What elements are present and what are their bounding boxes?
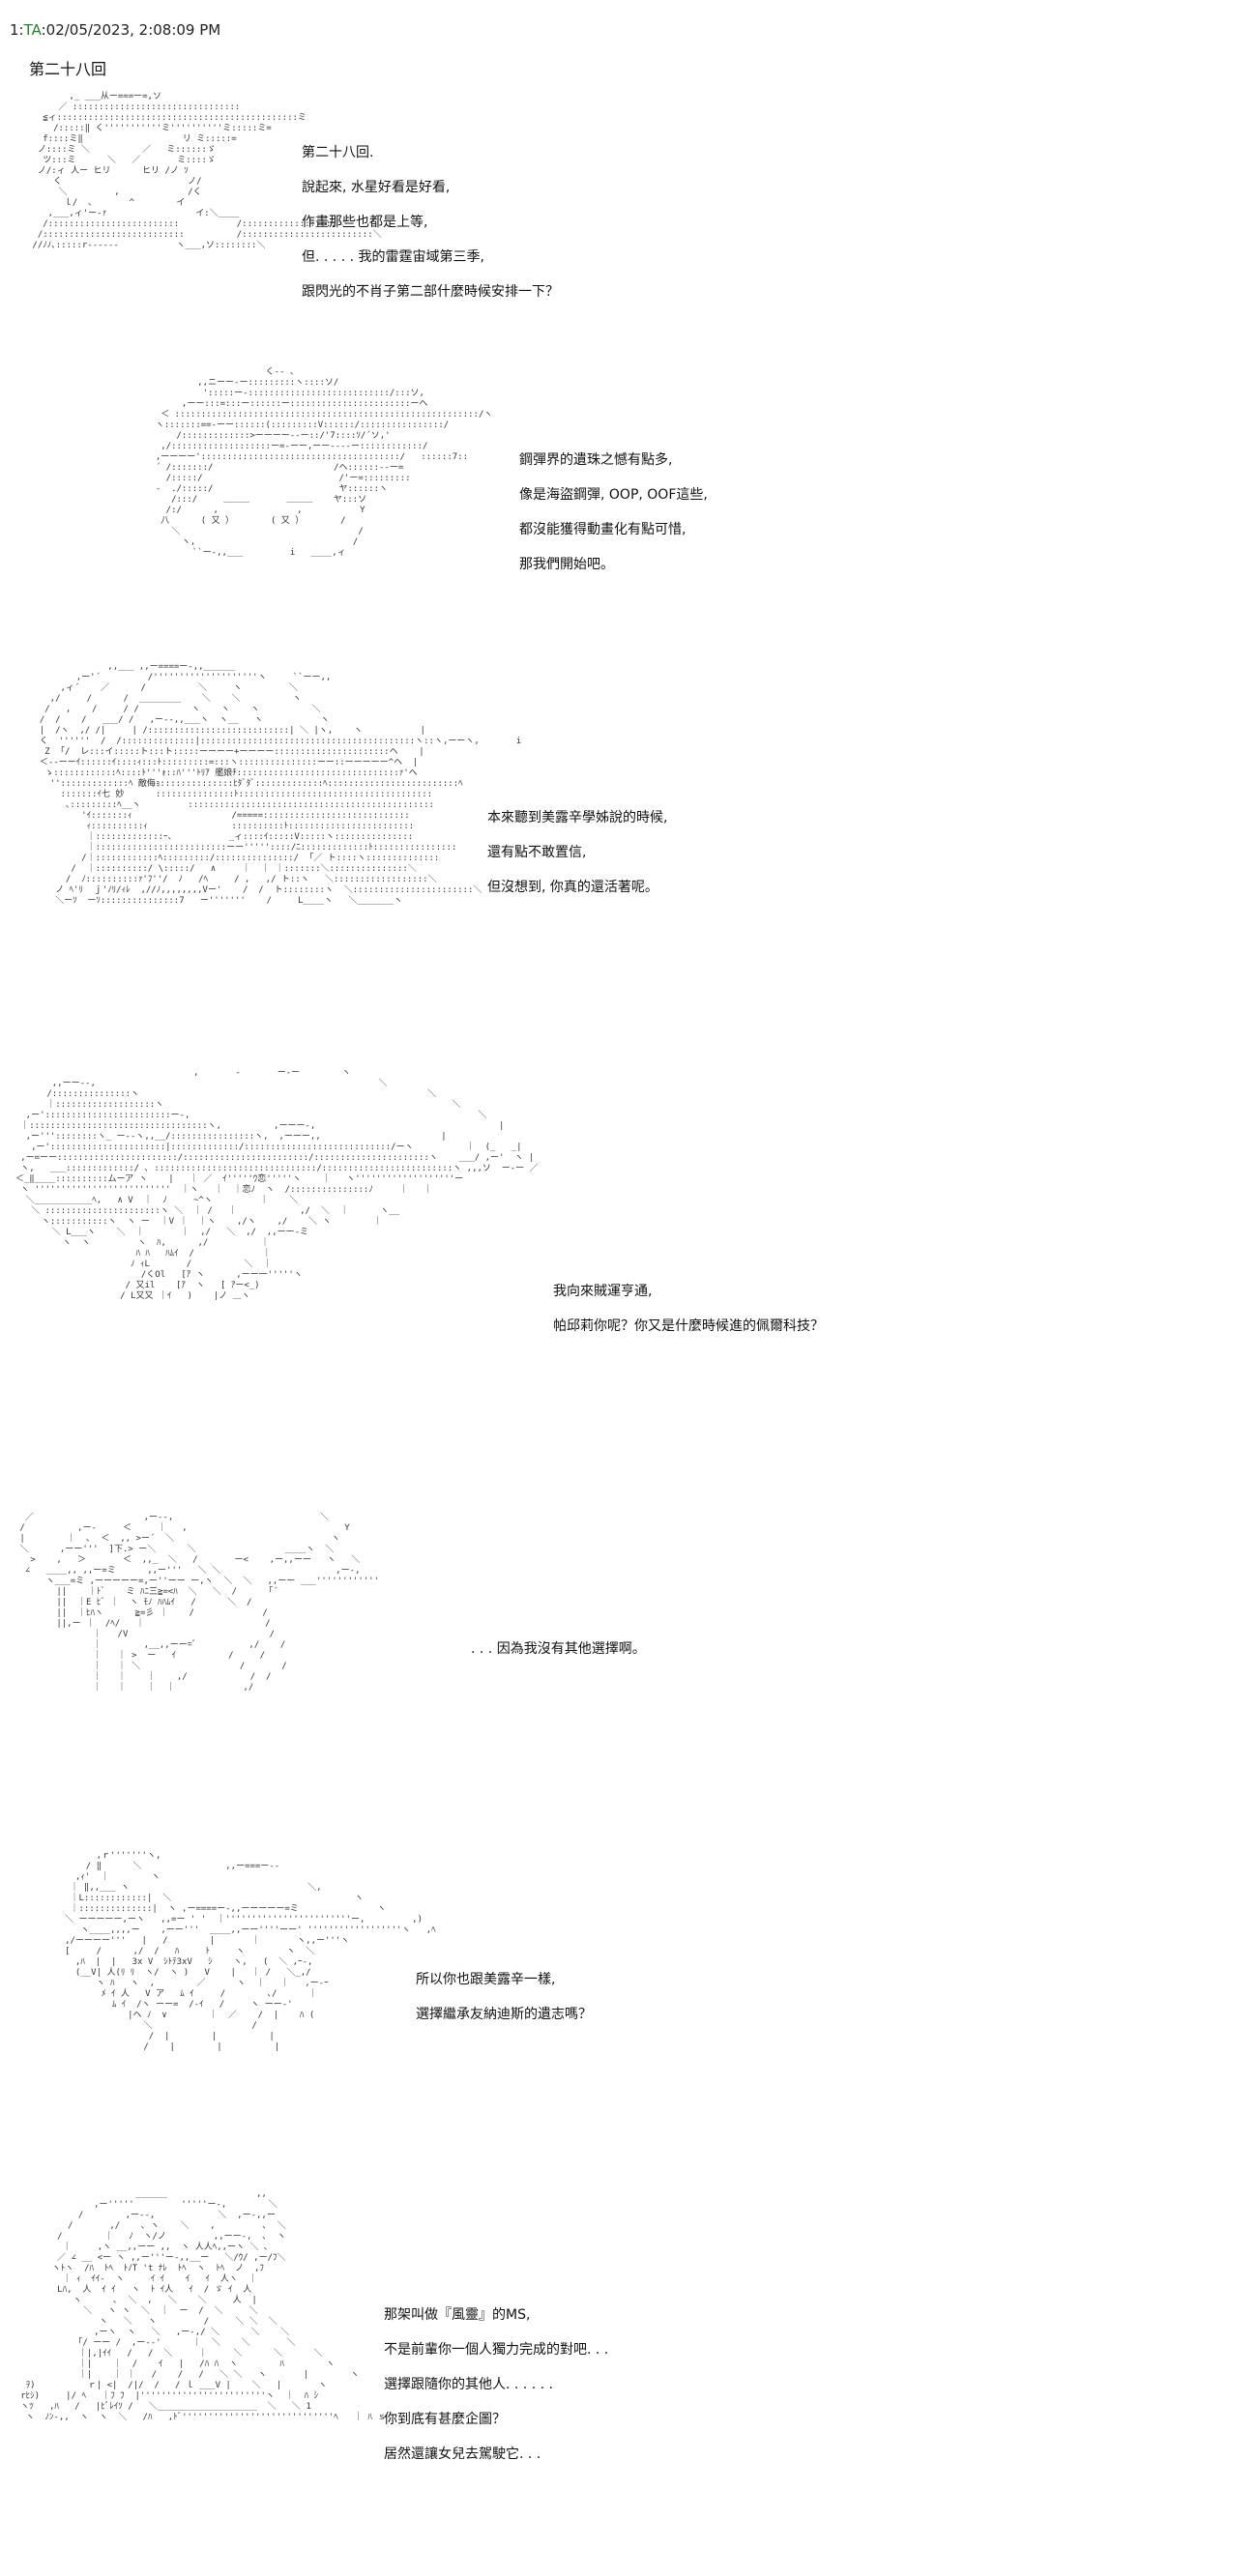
- chapter-title: 第二十八回: [29, 60, 107, 78]
- dialog-block: 鋼彈界的遺珠之憾有點多, 像是海盜鋼彈, OOP, OOF這些, 都沒能獲得動畫…: [519, 443, 708, 582]
- dialog-line: 不是前輩你一個人獨力完成的對吧. . .: [384, 2342, 609, 2358]
- post-number-separator: :: [18, 21, 24, 39]
- dialog-line: . . . 因為我沒有其他選擇啊。: [471, 1641, 646, 1657]
- dialog-block: 第二十八回. 說起來, 水星好看是好看, 作畫那些也都是上等, 但. . . .…: [302, 135, 559, 309]
- dialog-line: 但. . . . . 我的雷霆宙域第三季,: [302, 249, 484, 265]
- post-timestamp: :02/05/2023, 2:08:09 PM: [41, 21, 221, 39]
- ascii-art-character: ______ ,, ,ー''''' '''''ー-, ＼ / ,ー--, ＼ ,…: [20, 2189, 387, 2422]
- dialog-line: 像是海盜鋼彈, OOP, OOF這些,: [519, 487, 708, 503]
- dialog-line: 說起來, 水星好看是好看,: [302, 180, 451, 195]
- ascii-art-character: く-- 、 ,,ニーー-ー:::::::::ヽ::::ソ/ ':::::ー-::…: [155, 367, 493, 558]
- dialog-line: 作畫那些也都是上等,: [302, 215, 428, 230]
- ascii-art-character: , - ー-ー ヽ ,,ーー--, ＼ /:::::::::::::::ヽ ＼ …: [15, 1068, 539, 1301]
- dialog-line: 都沒能獲得動畫化有點可惜,: [519, 522, 687, 537]
- ascii-art-character: ,ｒ'''''''ヽ, / ‖ ＼ ,,ー===ー-- ,ｨ' ｜ ヽ ｜ ‖,…: [65, 1851, 436, 2052]
- dialog-line: 那我們開始吧。: [519, 557, 614, 572]
- ascii-art-character: ,,___ ,,ー====ー-,,______ ,ー'´ /''''''''''…: [39, 662, 522, 906]
- ascii-art-character: ,_ ___从ー===ー=,ソ ／ ::::::::::::::::::::::…: [32, 92, 382, 250]
- dialog-line: 你到底有甚麼企圖？: [384, 2412, 506, 2427]
- poster-name[interactable]: TA: [23, 21, 42, 39]
- dialog-line: 本來聽到美露辛學姊說的時候,: [487, 810, 668, 825]
- dialog-line: 第二十八回.: [302, 145, 374, 160]
- dialog-block: 本來聽到美露辛學姊說的時候, 還有點不敢置信, 但沒想到, 你真的還活著呢。: [487, 800, 667, 905]
- dialog-block: 那架叫做『風靈』的MS, 不是前輩你一個人獨力完成的對吧. . . 選擇跟隨你的…: [384, 2298, 608, 2472]
- dialog-line: 還有點不敢置信,: [487, 845, 587, 860]
- ascii-art-character: ／ ,ー--, ＼ / ,ー- ＜ ｜ , Y | ｜ ､ ＜ ,, >ー´ ＼…: [19, 1513, 379, 1693]
- dialog-line: 跟閃光的不肖子第二部什麼時候安排一下？: [302, 284, 559, 300]
- dialog-block: . . . 因為我沒有其他選擇啊。: [471, 1632, 646, 1666]
- dialog-line: 帕邱莉你呢？你又是什麼時候進的佩爾科技？: [553, 1318, 824, 1334]
- dialog-line: 但沒想到, 你真的還活著呢。: [487, 880, 658, 895]
- dialog-line: 我向來賊運亨通,: [553, 1284, 653, 1299]
- dialog-block: 所以你也跟美露辛一樣, 選擇繼承友納迪斯的遺志嗎？: [416, 1962, 592, 2032]
- post-header: 1:TA:02/05/2023, 2:08:09 PM: [10, 21, 220, 39]
- dialog-line: 那架叫做『風靈』的MS,: [384, 2307, 531, 2323]
- post-number: 1: [10, 21, 19, 39]
- dialog-line: 鋼彈界的遺珠之憾有點多,: [519, 452, 673, 468]
- dialog-line: 所以你也跟美露辛一樣,: [416, 1972, 556, 1987]
- dialog-line: 選擇跟隨你的其他人. . . . . .: [384, 2377, 553, 2392]
- dialog-line: 選擇繼承友納迪斯的遺志嗎？: [416, 2007, 592, 2022]
- dialog-block: 我向來賊運亨通, 帕邱莉你呢？你又是什麼時候進的佩爾科技？: [553, 1274, 824, 1344]
- dialog-line: 居然還讓女兒去駕駛它. . .: [384, 2446, 541, 2462]
